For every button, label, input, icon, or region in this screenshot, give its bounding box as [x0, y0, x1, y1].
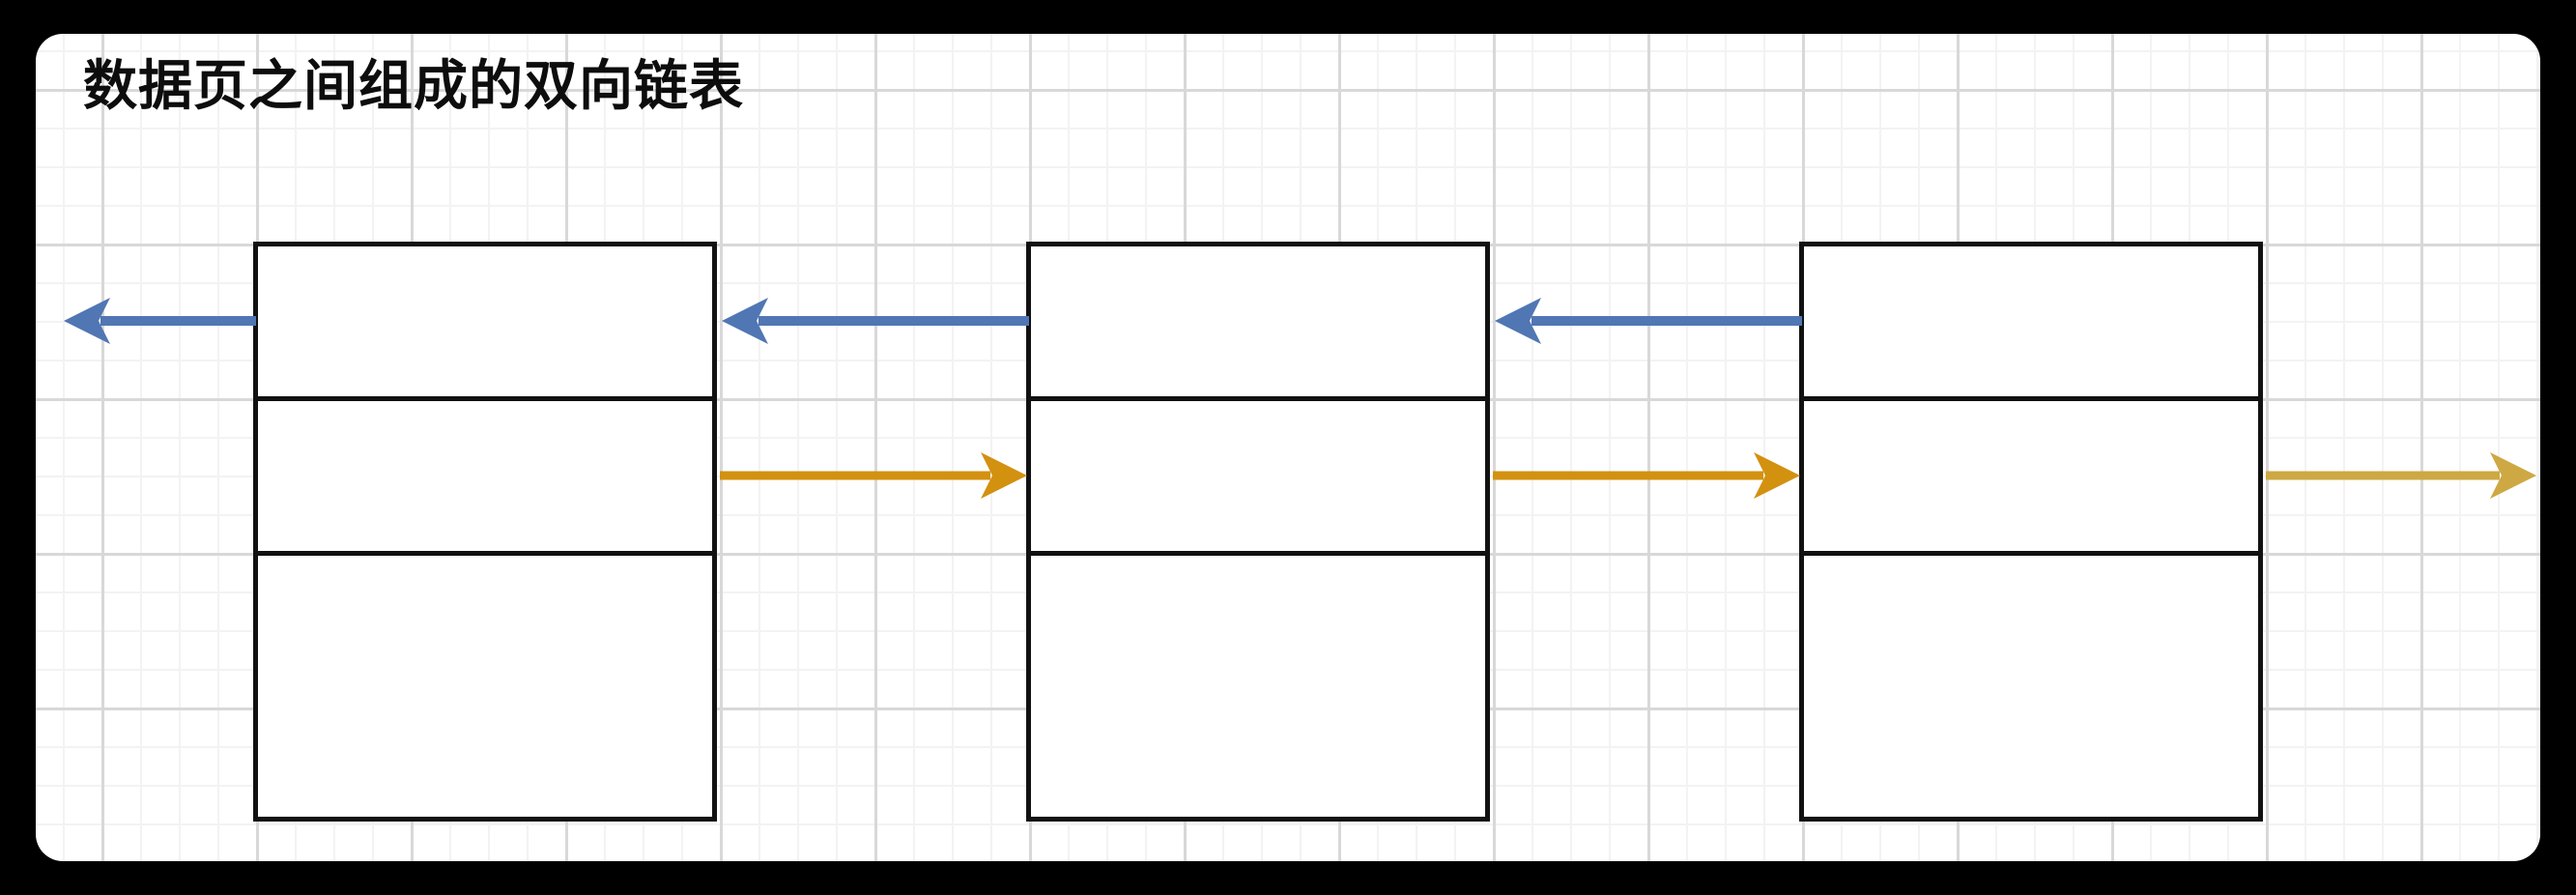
data-page-2 [1026, 242, 1490, 822]
data-page-3-section-1 [1804, 246, 2258, 396]
data-page-1-section-3 [258, 551, 712, 817]
data-page-2-section-2 [1031, 396, 1485, 551]
data-page-2-section-3 [1031, 551, 1485, 817]
data-page-1 [253, 242, 717, 822]
data-page-2-section-1 [1031, 246, 1485, 396]
data-page-1-section-1 [258, 246, 712, 396]
data-page-3-section-3 [1804, 551, 2258, 817]
grid-card: 数据页之间组成的双向链表 [36, 34, 2540, 861]
diagram-title: 数据页之间组成的双向链表 [83, 55, 744, 116]
data-page-3 [1799, 242, 2263, 822]
data-page-1-section-2 [258, 396, 712, 551]
data-page-3-section-2 [1804, 396, 2258, 551]
